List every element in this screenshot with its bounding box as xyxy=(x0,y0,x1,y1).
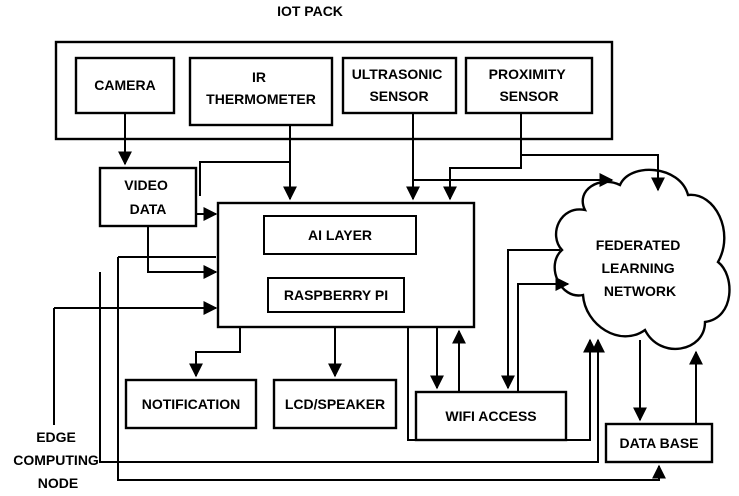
ultrasonic-sensor-box: ULTRASONIC SENSOR xyxy=(341,56,458,115)
proximity-sensor-label: PROXIMITY SENSOR xyxy=(489,66,570,104)
ir-thermometer-label-line-1: IR xyxy=(252,69,266,85)
camera-label: CAMERA xyxy=(94,77,155,93)
wifi-access-label: WIFI ACCESS xyxy=(445,408,536,424)
lcd-speaker-box: LCD/SPEAKER xyxy=(272,378,398,430)
federated-learning-network-cloud: FEDERATED LEARNING NETWORK xyxy=(553,168,731,351)
lcd-speaker-label: LCD/SPEAKER xyxy=(285,396,385,412)
notification-label-line-1: NOTIFICATION xyxy=(142,396,241,412)
ultrasonic-sensor-label-line-1: ULTRASONIC xyxy=(352,66,443,82)
raspberry-pi-box: RASPBERRY PI xyxy=(267,277,405,313)
connectors xyxy=(53,113,703,481)
arrow-pi-to-cloud xyxy=(407,327,597,441)
arrow-video-to-raspberry xyxy=(147,226,218,279)
ecn-label-line-3: NODE xyxy=(38,475,78,491)
wifi-access-box: WIFI ACCESS xyxy=(414,390,568,442)
edge-computing-node-label: EDGE COMPUTING NODE xyxy=(13,429,102,491)
raspberry-pi-label-line-1: RASPBERRY PI xyxy=(284,287,388,303)
federated-learning-network-label: FEDERATED LEARNING NETWORK xyxy=(596,237,684,299)
lcd-speaker-label-line-1: LCD/SPEAKER xyxy=(285,396,385,412)
video-data-label: VIDEO DATA xyxy=(124,177,171,217)
video-data-label-line-1: VIDEO xyxy=(124,177,168,193)
ai-layer-label: AI LAYER xyxy=(308,227,372,243)
arrow-cloud-to-wifi xyxy=(501,249,560,390)
ultrasonic-sensor-label-line-2: SENSOR xyxy=(369,88,428,104)
diagram-title: IOT PACK xyxy=(277,3,343,19)
arrow-wifi-to-cloud xyxy=(517,277,570,392)
arrow-pi-to-notification xyxy=(189,327,241,378)
video-data-label-line-2: DATA xyxy=(130,201,167,217)
proximity-sensor-label-line-1: PROXIMITY xyxy=(489,66,567,82)
fln-label-line-3: NETWORK xyxy=(604,283,676,299)
wifi-access-label-line-1: WIFI ACCESS xyxy=(445,408,536,424)
data-base-label: DATA BASE xyxy=(619,435,698,451)
line-ir-branch xyxy=(199,161,290,196)
arrow-proximity-to-edge-node xyxy=(443,113,522,201)
data-base-box: DATA BASE xyxy=(604,422,714,464)
notification-box: NOTIFICATION xyxy=(124,378,258,430)
camera-label-line-1: CAMERA xyxy=(94,77,155,93)
camera-box: CAMERA xyxy=(74,56,176,115)
ecn-label-line-1: EDGE xyxy=(36,429,76,445)
arrow-edge-loop-to-database xyxy=(117,257,666,481)
ir-thermometer-label-line-2: THERMOMETER xyxy=(206,91,316,107)
arrow-proximity-to-cloud xyxy=(521,154,665,192)
data-base-label-line-1: DATA BASE xyxy=(619,435,698,451)
fln-label-line-1: FEDERATED xyxy=(596,237,681,253)
arrow-edge-loop-to-cloud xyxy=(99,272,605,463)
fln-label-line-2: LEARNING xyxy=(601,260,674,276)
ai-layer-box: AI LAYER xyxy=(263,215,417,255)
raspberry-pi-label: RASPBERRY PI xyxy=(284,287,388,303)
notification-label: NOTIFICATION xyxy=(142,396,241,412)
ai-layer-label-line-1: AI LAYER xyxy=(308,227,372,243)
ultrasonic-sensor-label: ULTRASONIC SENSOR xyxy=(352,66,447,104)
proximity-sensor-label-line-2: SENSOR xyxy=(499,88,558,104)
ir-thermometer-label: IR THERMOMETER xyxy=(206,69,316,107)
video-data-box: VIDEO DATA xyxy=(98,166,198,228)
ecn-label-line-2: COMPUTING xyxy=(13,452,99,468)
proximity-sensor-box: PROXIMITY SENSOR xyxy=(464,56,594,115)
ir-thermometer-box: IR THERMOMETER xyxy=(188,56,334,127)
